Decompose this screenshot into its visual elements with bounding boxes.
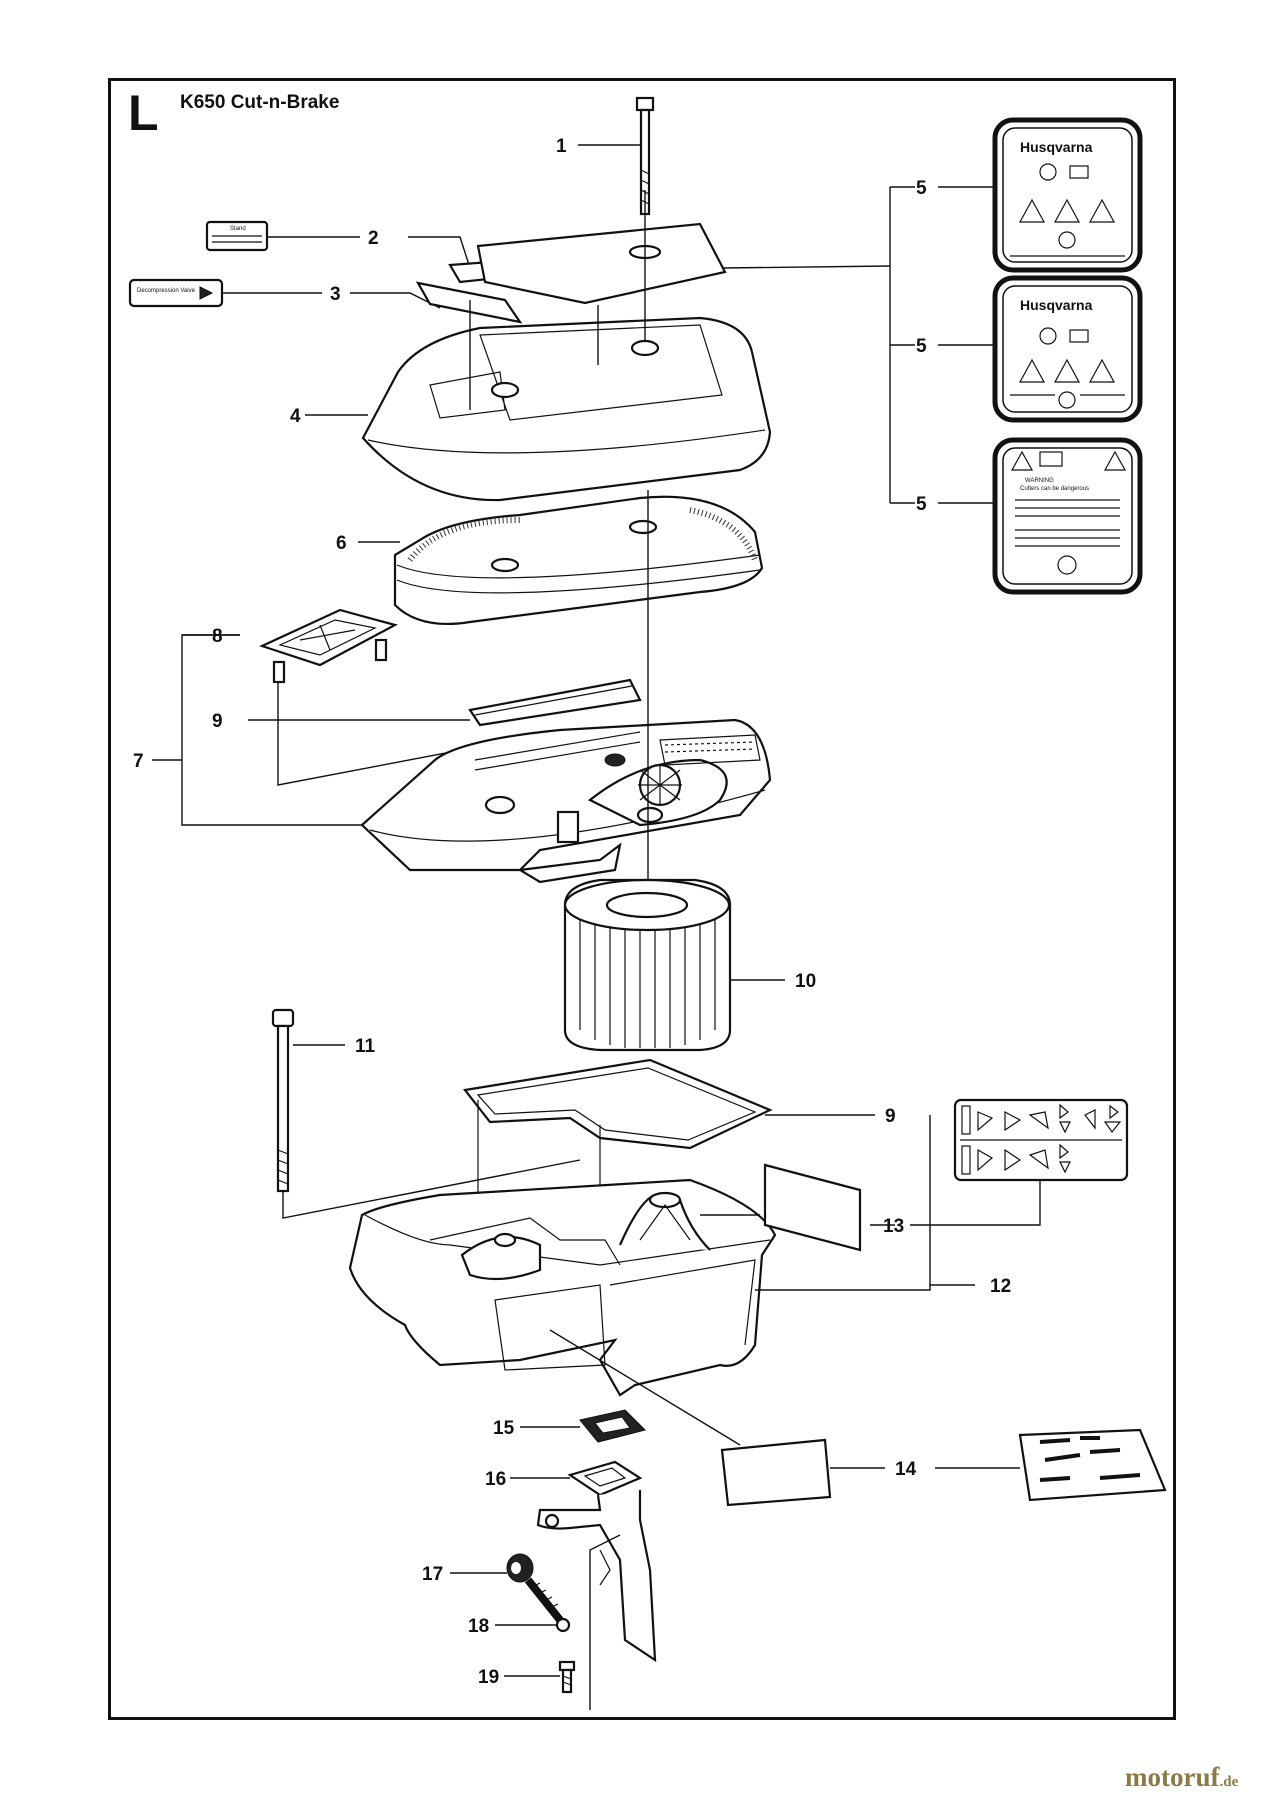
section-letter: L xyxy=(128,85,159,141)
part-7-filter-plate xyxy=(360,718,772,884)
callout-5b: 5 xyxy=(916,336,927,357)
part-5-decal-a: Husqvarna xyxy=(992,117,1143,273)
part-13-decal-symbols xyxy=(953,1098,1129,1182)
part-6-prefilter xyxy=(393,495,764,625)
part-15-seal xyxy=(579,1409,646,1443)
callout-16: 16 xyxy=(485,1469,506,1490)
part-14-decal-printed xyxy=(1018,1428,1167,1502)
callout-7: 7 xyxy=(133,751,144,772)
callout-17: 17 xyxy=(422,1564,443,1585)
part-4-cover xyxy=(361,316,772,502)
part-18-screw xyxy=(524,1577,571,1633)
decal-3-title: Decompression Valve xyxy=(137,288,196,294)
callout-12: 12 xyxy=(990,1276,1011,1297)
callout-10: 10 xyxy=(795,971,816,992)
callout-1: 1 xyxy=(556,136,567,157)
watermark: motoruf.de xyxy=(1125,1762,1238,1793)
watermark-brand: motoruf xyxy=(1125,1762,1220,1792)
label-strip-large xyxy=(415,281,523,324)
callout-4: 4 xyxy=(290,406,301,427)
part-19-screw xyxy=(558,1660,576,1694)
callout-8: 8 xyxy=(212,626,223,647)
decal-5a-brand: Husqvarna xyxy=(1020,139,1093,155)
drawing-frame xyxy=(108,78,1176,1720)
callout-13: 13 xyxy=(883,1216,904,1237)
callout-11: 11 xyxy=(355,1036,376,1057)
callout-15: 15 xyxy=(493,1418,515,1439)
callout-2: 2 xyxy=(368,228,379,249)
callout-18: 18 xyxy=(468,1616,489,1637)
part-3-decal: Decompression Valve xyxy=(128,278,224,308)
watermark-tld: .de xyxy=(1219,1774,1239,1790)
decal-2-title: Stand xyxy=(230,226,246,232)
callout-6: 6 xyxy=(336,533,347,554)
model-title: K650 Cut-n-Brake xyxy=(180,92,340,113)
part-5-decal-b: Husqvarna xyxy=(992,275,1143,423)
part-5-decal-c: WARNING Cutters can be dangerous xyxy=(992,437,1143,595)
part-9-gasket-upper xyxy=(468,678,642,727)
callout-14: 14 xyxy=(895,1459,917,1480)
callout-19: 19 xyxy=(478,1667,499,1688)
cover-foil xyxy=(476,222,727,305)
decal-5b-brand: Husqvarna xyxy=(1020,297,1093,313)
part-13-decal-blank xyxy=(763,1163,862,1252)
part-8-bracket xyxy=(258,608,398,684)
part-14-decal-blank xyxy=(720,1438,832,1507)
callout-3: 3 xyxy=(330,284,341,305)
part-10-paper-filter xyxy=(563,878,732,1052)
part-11-bolt xyxy=(271,1008,295,1193)
callout-9a: 9 xyxy=(212,711,223,732)
part-2-decal: Stand xyxy=(205,220,269,252)
callout-5c: 5 xyxy=(916,494,927,515)
part-12-housing xyxy=(348,1178,777,1397)
part-17-bushing xyxy=(506,1553,534,1583)
part-16-handle-bracket xyxy=(536,1460,657,1663)
decal-5c-warning: WARNING xyxy=(1025,478,1054,484)
callout-9b: 9 xyxy=(885,1106,896,1127)
decal-5c-warning-sub: Cutters can be dangerous xyxy=(1020,486,1089,492)
callout-5a: 5 xyxy=(916,178,927,199)
